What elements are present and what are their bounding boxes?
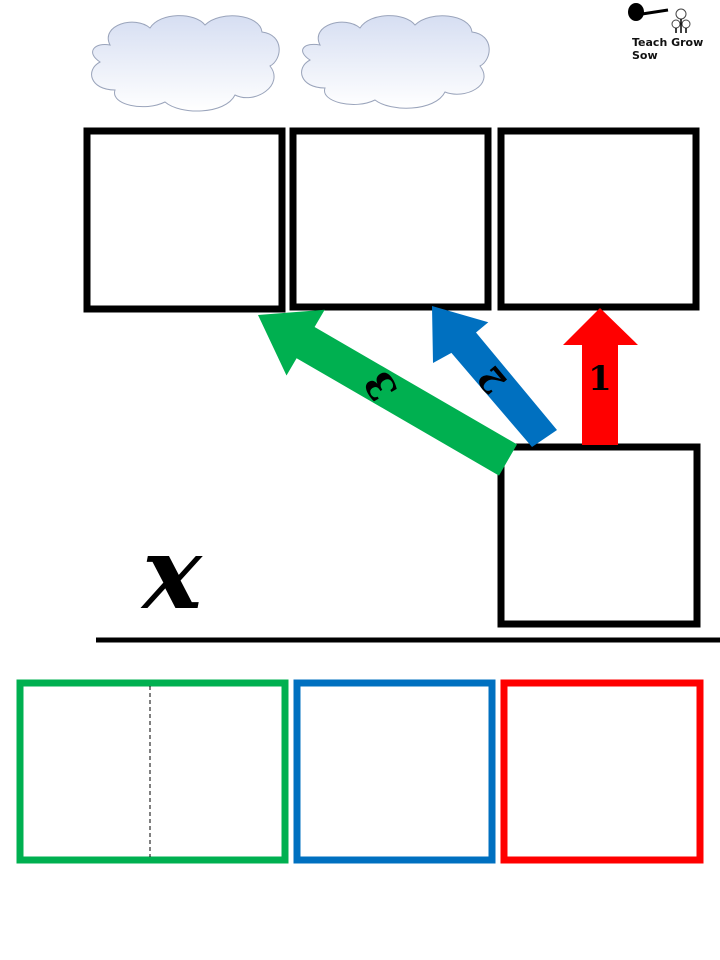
logo-text: Teach Grow Sow: [632, 36, 704, 62]
answer-box-blue: [293, 679, 496, 864]
cloud-right: [301, 15, 490, 109]
arrow-1: [563, 308, 638, 445]
top-box-left: [83, 127, 286, 313]
variable-x: x: [140, 514, 203, 632]
arrow-1-label: 1: [588, 359, 612, 399]
arrow-2: [432, 306, 557, 447]
top-box-right: [497, 127, 700, 311]
watering-can-logo-icon: [628, 3, 691, 33]
start-box: [497, 443, 701, 628]
arrow-3: [258, 309, 517, 476]
cloud-left: [91, 15, 280, 112]
answer-box-green: [16, 679, 289, 864]
answer-box-red: [500, 679, 704, 864]
top-box-middle: [289, 127, 492, 311]
